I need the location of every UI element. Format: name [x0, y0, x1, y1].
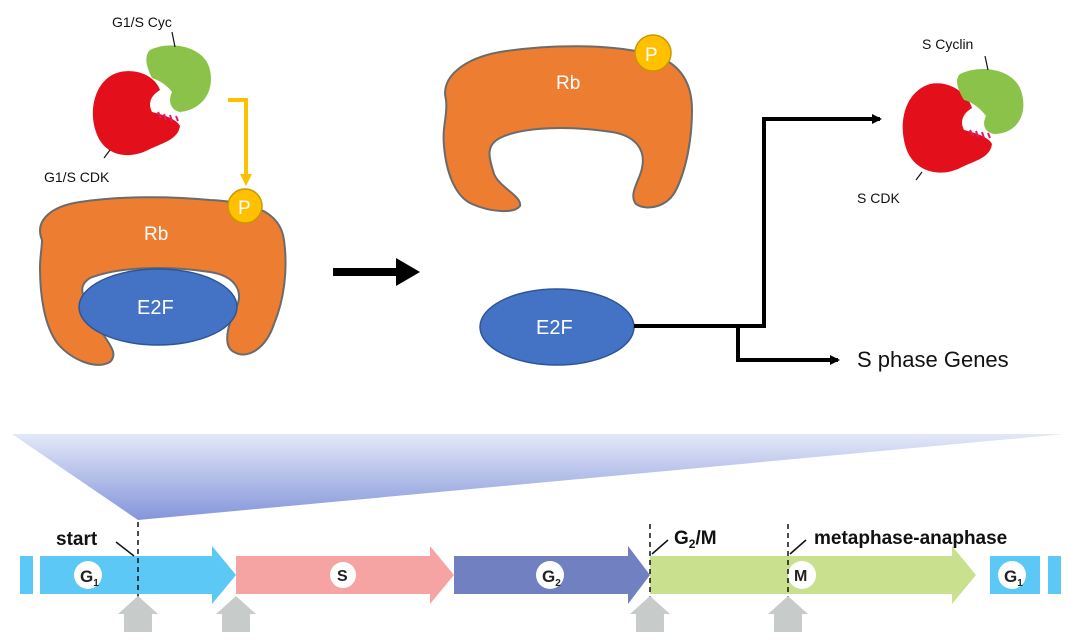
phase-g2-letter: G [542, 567, 555, 586]
phase-s-letter: S [337, 568, 348, 585]
phase-badge-m: M [788, 561, 816, 589]
g1-start-stub [20, 556, 33, 594]
transition-arrow [333, 258, 420, 286]
checkpoint-g2m-letter: G [674, 528, 689, 549]
phase-g1-letter: G [80, 567, 93, 586]
marker-arrow-4 [768, 596, 808, 632]
rb-bound-shape [38, 196, 287, 366]
s-cdk-shape [902, 83, 992, 173]
phase-g1-sub: 1 [93, 578, 99, 589]
phosphate-circle-left [227, 188, 263, 224]
s-binding-ticks [969, 129, 991, 139]
g1s-cdk-label: G1/S CDK [44, 169, 110, 185]
phosphate-label-middle: P [645, 45, 658, 66]
s-cyclin-leader-line [984, 55, 989, 71]
checkpoint-metaphase-anaphase-label: metaphase-anaphase [814, 528, 1007, 549]
phase-arrow-g1 [40, 546, 236, 604]
rb-free-shape [442, 45, 694, 212]
s-cyclin-label: S Cyclin [922, 36, 973, 52]
s-cdk-label: S CDK [857, 190, 900, 206]
phase-badge-g2: G2 [536, 561, 564, 589]
g1s-cyclin-cdk-complex: G1/S Cyc G1/S CDK [44, 14, 211, 185]
phosphate-label-left: P [238, 198, 251, 219]
checkpoint-leaders [115, 539, 807, 557]
svg-text:G2/M: G2/M [674, 528, 717, 551]
rb-bound-label: Rb [144, 224, 168, 245]
cdk-leader-line [103, 149, 111, 159]
marker-arrow-1 [118, 596, 158, 632]
g1s-cyclin-shape [146, 45, 211, 113]
checkpoint-g2m-suffix: /M [695, 528, 716, 549]
s-cyclin-cdk-complex: S Cyclin S CDK [857, 36, 1024, 206]
checkpoint-g2m-sub: 2 [689, 537, 696, 551]
e2f-free: E2F [479, 288, 635, 366]
svg-text:G1: G1 [1004, 567, 1023, 589]
phase-badge-g1: G1 [74, 561, 102, 589]
transcription-arrows [634, 114, 882, 365]
marker-arrow-2 [216, 596, 256, 632]
phase-badge-g1-next: G1 [998, 561, 1026, 589]
g1-end-stub [1048, 556, 1061, 594]
phase-g1-next-sub: 1 [1017, 578, 1023, 589]
arrow-to-s-phase-genes [736, 326, 840, 365]
binding-ticks [157, 111, 179, 122]
checkpoint-lines [137, 522, 789, 598]
cell-cycle-bar: G1 S G2 M G1 [20, 546, 1061, 604]
rb-free-label: Rb [556, 73, 580, 94]
phosphorylation-arrow [228, 98, 252, 186]
checkpoint-start-label: start [56, 529, 98, 550]
e2f-bound-label: E2F [137, 297, 174, 319]
e2f-free-label: E2F [536, 317, 573, 339]
g1s-cdk-shape [92, 71, 180, 156]
marker-arrow-3 [630, 596, 670, 632]
transition-markers [118, 596, 808, 632]
zoom-wedge [12, 434, 1064, 520]
rb-e2f-bound: Rb E2F P [38, 188, 287, 366]
phase-badge-s: S [330, 562, 356, 588]
phase-g1-next-letter: G [1004, 567, 1017, 586]
e2f-bound-shape [78, 268, 238, 346]
phase-m-letter: M [794, 568, 807, 585]
rb-free: Rb P [442, 34, 694, 212]
cyclin-leader-line [171, 31, 176, 48]
phase-g2-sub: 2 [555, 578, 561, 589]
s-cdk-leader-line [915, 171, 923, 181]
s-phase-genes-label: S phase Genes [857, 347, 1009, 372]
arrow-to-s-cyclin [634, 114, 882, 328]
svg-text:G2: G2 [542, 567, 561, 589]
g1s-cyclin-label: G1/S Cyc [112, 14, 172, 30]
s-cyclin-shape [957, 68, 1024, 134]
phosphate-circle-middle [634, 34, 672, 72]
svg-text:G1: G1 [80, 567, 99, 589]
